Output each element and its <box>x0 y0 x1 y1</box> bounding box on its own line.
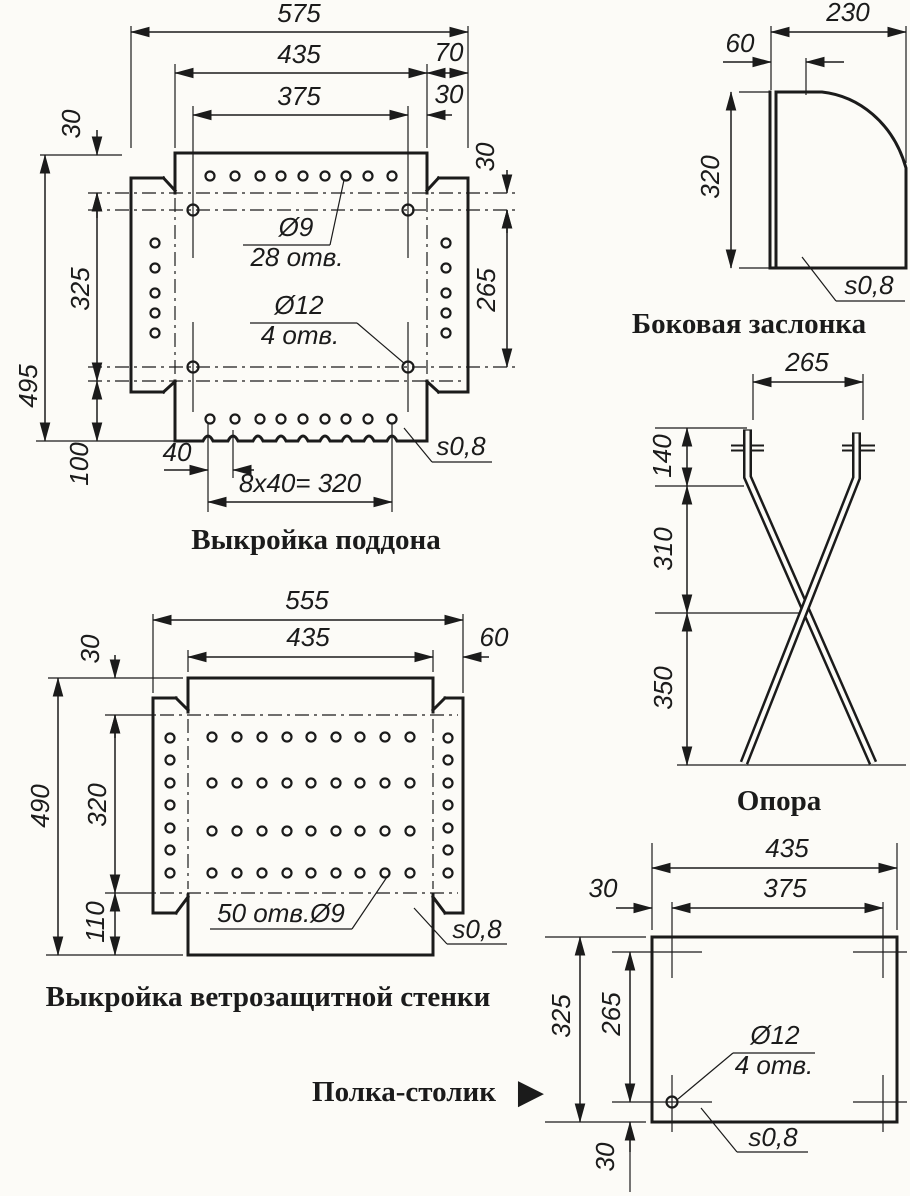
dim-30-top: 30 <box>589 873 618 903</box>
windwall-outline <box>151 676 465 957</box>
thickness-note: s0,8 <box>748 1122 798 1152</box>
damper-caption: Боковая заслонка <box>632 308 867 340</box>
shelf-caption: Полка-столик <box>312 1076 496 1108</box>
support-dimension-lines <box>681 376 864 766</box>
dim-8x40: 8x40= 320 <box>239 468 362 498</box>
dim-435: 435 <box>765 833 809 863</box>
dim-140: 140 <box>647 434 677 478</box>
dim-110: 110 <box>80 901 110 943</box>
windwall-fold-lines <box>160 714 458 894</box>
windwall-drawing: 555 435 60 30 320 110 490 50 отв.Ø9 s0,8… <box>25 585 509 1013</box>
pallet-holes <box>149 170 452 425</box>
shelf-outline <box>650 935 899 1124</box>
dim-310: 310 <box>648 527 678 571</box>
dim-435: 435 <box>286 622 330 652</box>
dim-60: 60 <box>480 622 509 652</box>
damper-dimension-lines <box>723 26 907 302</box>
dim-350: 350 <box>648 666 678 710</box>
dim-30-right: 30 <box>470 142 500 171</box>
damper-drawing: 230 60 320 s0,8 Боковая заслонка <box>632 0 908 340</box>
support-drawing: 265 140 310 350 Опора <box>647 347 906 817</box>
shelf-drawing: 435 375 30 325 265 30 Ø12 4 отв. s0,8 По… <box>312 833 907 1192</box>
dim-230: 230 <box>825 0 870 27</box>
hole-note-d12-count: 4 отв. <box>735 1050 814 1080</box>
shelf-dimension-lines <box>574 862 898 1153</box>
dim-320: 320 <box>82 783 112 827</box>
dim-100: 100 <box>64 442 94 486</box>
windwall-dimension-labels: 555 435 60 30 320 110 490 50 отв.Ø9 s0,8 <box>25 585 509 944</box>
dim-490: 490 <box>25 784 55 828</box>
hole-note-d12: Ø12 <box>273 290 324 320</box>
pallet-fold-lines <box>88 192 517 382</box>
dim-30-top: 30 <box>435 79 464 109</box>
thickness-note: s0,8 <box>452 914 502 944</box>
dim-265: 265 <box>784 347 829 377</box>
damper-outline <box>768 90 908 270</box>
windwall-caption: Выкройка ветрозащитной стенки <box>46 981 491 1013</box>
pointer-triangle-icon: ▶ <box>518 1072 545 1112</box>
dim-375: 375 <box>277 81 321 111</box>
pallet-caption: Выкройка поддона <box>191 524 441 556</box>
dim-575: 575 <box>277 0 321 28</box>
shelf-dimension-labels: 435 375 30 325 265 30 Ø12 4 отв. s0,8 <box>546 833 813 1171</box>
windwall-dimension-lines <box>52 614 507 956</box>
damper-dimension-labels: 230 60 320 s0,8 <box>695 0 894 300</box>
hole-note: 50 отв.Ø9 <box>217 898 345 928</box>
dim-435: 435 <box>277 39 321 69</box>
hole-note-d12: Ø12 <box>749 1020 800 1050</box>
dim-325: 325 <box>65 267 95 311</box>
dim-40: 40 <box>163 437 192 467</box>
dim-30-bottom: 30 <box>590 1142 620 1171</box>
support-dimension-labels: 265 140 310 350 <box>647 347 829 710</box>
dim-495: 495 <box>13 364 43 408</box>
dim-265: 265 <box>471 268 501 313</box>
support-extension-lines <box>655 374 906 766</box>
dim-30: 30 <box>75 634 105 663</box>
support-legs <box>731 429 878 765</box>
pallet-dimension-labels: 575 435 70 375 30 30 325 495 100 30 265 … <box>13 0 501 498</box>
dim-30-left: 30 <box>56 109 86 138</box>
thickness-note: s0,8 <box>436 431 486 461</box>
pallet-outline <box>129 151 470 443</box>
windwall-holes <box>164 731 454 879</box>
pallet-pattern-drawing: 575 435 70 375 30 30 325 495 100 30 265 … <box>13 0 517 556</box>
dim-375: 375 <box>763 873 807 903</box>
dim-325: 325 <box>546 994 576 1038</box>
pallet-dimension-lines <box>39 26 513 508</box>
dim-70: 70 <box>435 37 464 67</box>
dim-320: 320 <box>695 155 725 199</box>
dim-60: 60 <box>726 28 755 58</box>
dim-265: 265 <box>596 992 626 1037</box>
thickness-note: s0,8 <box>844 270 894 300</box>
support-caption: Опора <box>737 785 822 817</box>
hole-note-d9: Ø9 <box>278 212 314 242</box>
hole-note-d9-count: 28 отв. <box>249 242 343 272</box>
hole-note-d12-count: 4 отв. <box>261 320 340 350</box>
dim-555: 555 <box>285 585 329 615</box>
